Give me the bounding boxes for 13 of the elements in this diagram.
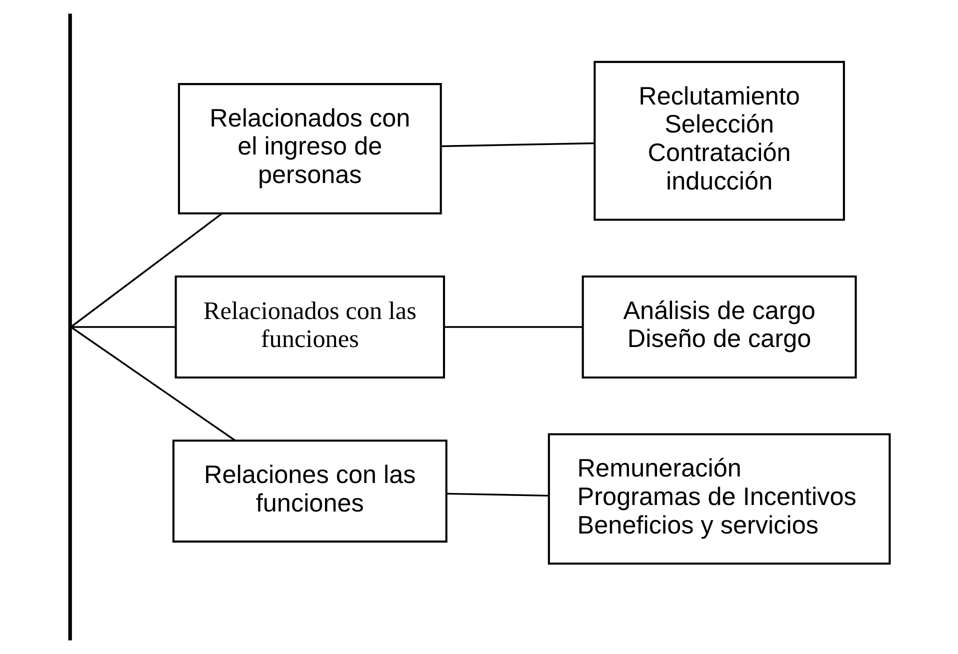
node-box: Reclutamiento Selección Contratación inducción [593,60,844,221]
connector [444,326,582,328]
node-box: Remuneración Programas de Incentivos Beneficios y servicios [547,433,890,565]
node-box: Análisis de cargo Diseño de cargo [581,276,856,378]
node-box: Relacionados con el ingreso de personas [177,83,442,214]
connector [440,142,594,148]
connector [70,212,222,328]
node-box: Relaciones con las funciones [172,440,447,543]
connector [446,492,548,497]
connector [70,326,236,442]
connector [70,326,176,328]
node-bar [68,14,72,640]
node-box: Relacionados con las funciones [174,276,445,378]
